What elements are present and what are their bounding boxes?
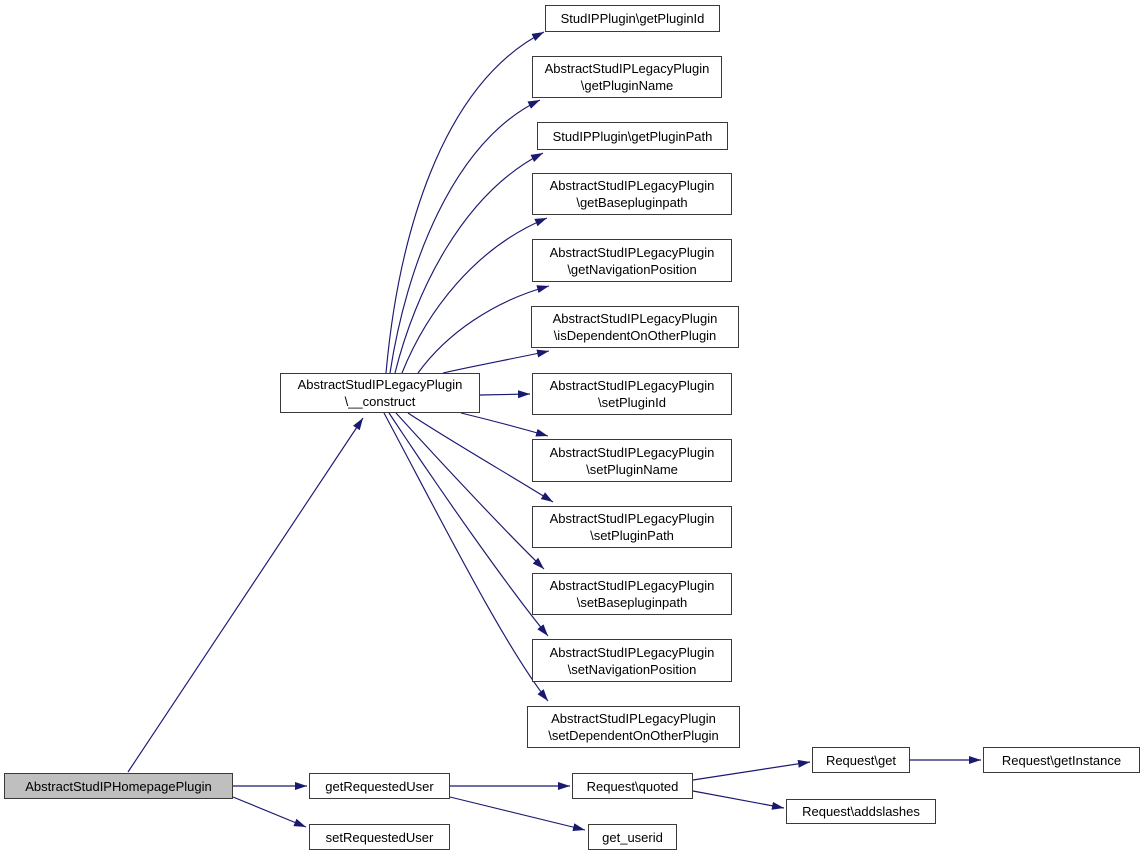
node-label: Request\quoted (586, 778, 679, 794)
edge-construct-to-setBasepluginpath (395, 412, 545, 570)
node-label: \getNavigationPosition (567, 261, 697, 277)
node-label: \setPluginPath (590, 528, 674, 543)
edge-construct-to-setPluginPath (407, 412, 554, 503)
node-label: AbstractStudIPLegacyPlugin (549, 444, 715, 460)
node-label: \__construct (344, 394, 416, 409)
edge-construct-to-getPluginId (385, 31, 545, 374)
node-getPluginId[interactable]: StudIPPlugin\getPluginId (545, 5, 720, 32)
node-label: AbstractStudIPHomepagePlugin (25, 778, 212, 794)
edge-requestQuoted-to-requestGet (692, 759, 811, 781)
node-getBasepluginpath[interactable]: AbstractStudIPLegacyPlugin \getBaseplugin… (532, 173, 732, 215)
node-label: AbstractStudIPLegacyPlugin (549, 244, 715, 260)
node-label: AbstractStudIPLegacyPlugin (552, 311, 718, 326)
node-setDependentOnOtherPlugin[interactable]: AbstractStudIPLegacyPlugin \setDependentO… (527, 706, 740, 748)
node-requestAddslashes[interactable]: Request\addslashes (786, 799, 936, 824)
node-label: \setBasepluginpath (576, 595, 688, 610)
node-label: AbstractStudIPLegacyPlugin (549, 178, 715, 193)
node-getRequestedUser[interactable]: getRequestedUser (309, 773, 450, 799)
node-getNavigationPosition[interactable]: AbstractStudIPLegacyPlugin\getNavigation… (532, 239, 732, 282)
edge-construct-to-setNavigationPosition (388, 412, 549, 637)
node-label: \setPluginName (586, 461, 678, 477)
node-label: \setPluginId (598, 395, 666, 410)
node-label: get_userid (602, 829, 663, 845)
node-label: AbstractStudIPLegacyPlugin (551, 711, 716, 726)
node-requestGetInstance[interactable]: Request\getInstance (983, 747, 1140, 773)
node-setNavigationPosition[interactable]: AbstractStudIPLegacyPlugin\setNavigation… (532, 639, 732, 682)
edge-construct-to-setDependentOnOtherPlugin (383, 412, 549, 702)
node-label: \setNavigationPosition (567, 661, 697, 677)
node-label: getRequestedUser (325, 778, 434, 794)
node-getUserid[interactable]: get_userid (588, 824, 677, 850)
node-getPluginPath[interactable]: StudIPPlugin\getPluginPath (537, 122, 728, 150)
node-getPluginName[interactable]: AbstractStudIPLegacyPlugin \getPluginName (532, 56, 722, 98)
node-label: StudIPPlugin\getPluginPath (552, 128, 713, 144)
node-isDependentOnOtherPlugin[interactable]: AbstractStudIPLegacyPlugin \isDependentOn… (531, 306, 739, 348)
node-requestGet[interactable]: Request\get (812, 747, 910, 773)
node-setPluginId[interactable]: AbstractStudIPLegacyPlugin \setPluginId (532, 373, 732, 415)
edge-construct-to-getPluginName (389, 99, 541, 374)
node-label: \setDependentOnOtherPlugin (548, 728, 719, 743)
node-construct[interactable]: AbstractStudIPLegacyPlugin \__construct (280, 373, 480, 413)
node-requestQuoted[interactable]: Request\quoted (572, 773, 693, 799)
node-label: AbstractStudIPLegacyPlugin (549, 644, 715, 660)
edge-construct-to-setPluginName (460, 412, 549, 437)
edge-homepage-to-setRequestedUser (232, 796, 307, 828)
node-label: AbstractStudIPLegacyPlugin (549, 511, 715, 526)
edge-construct-to-isDependentOnOtherPlugin (442, 349, 550, 374)
edge-homepage-to-construct (127, 417, 364, 773)
edge-construct-to-getBasepluginpath (401, 217, 548, 374)
node-homepage[interactable]: AbstractStudIPHomepagePlugin (4, 773, 233, 799)
edge-getRequestedUser-to-getUserid (449, 796, 586, 832)
node-label: AbstractStudIPLegacyPlugin (549, 578, 715, 593)
node-setBasepluginpath[interactable]: AbstractStudIPLegacyPlugin \setBaseplugin… (532, 573, 732, 615)
node-label: AbstractStudIPLegacyPlugin (549, 378, 715, 393)
edge-requestQuoted-to-requestAddslashes (692, 790, 785, 810)
node-label: \isDependentOnOtherPlugin (553, 328, 717, 343)
edge-construct-to-getNavigationPosition (417, 285, 550, 374)
node-label: \getBasepluginpath (576, 195, 688, 210)
node-label: AbstractStudIPLegacyPlugin (297, 377, 463, 392)
node-setRequestedUser[interactable]: setRequestedUser (309, 824, 450, 850)
edge-construct-to-getPluginPath (394, 152, 544, 374)
node-label: Request\addslashes (802, 804, 920, 819)
edge-construct-to-setPluginId (479, 390, 531, 399)
node-label: Request\get (825, 752, 897, 768)
node-setPluginName[interactable]: AbstractStudIPLegacyPlugin\setPluginName (532, 439, 732, 482)
node-label: setRequestedUser (325, 829, 434, 845)
node-label: AbstractStudIPLegacyPlugin (544, 61, 710, 76)
node-setPluginPath[interactable]: AbstractStudIPLegacyPlugin \setPluginPath (532, 506, 732, 548)
node-label: Request\getInstance (1001, 752, 1122, 768)
node-label: \getPluginName (580, 78, 674, 93)
node-label: StudIPPlugin\getPluginId (560, 11, 705, 26)
